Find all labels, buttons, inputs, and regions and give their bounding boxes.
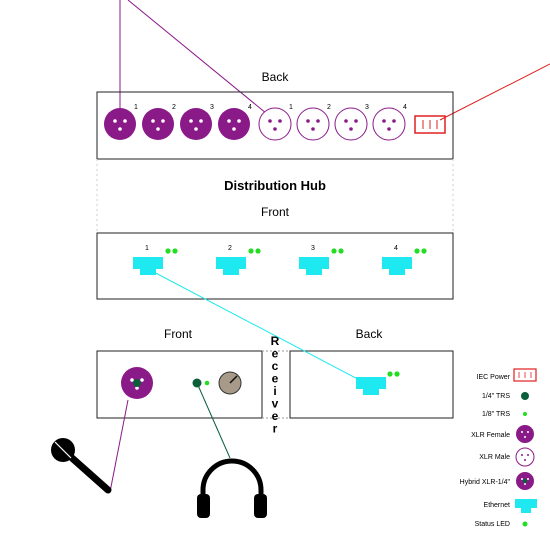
status-led	[255, 248, 261, 254]
xlr-male-connector: 3	[334, 104, 369, 141]
ethernet-port-number: 3	[311, 245, 315, 252]
status-led	[172, 248, 178, 254]
receiver-title-letter: r	[273, 422, 278, 436]
ethernet-port-number: 4	[394, 245, 398, 252]
receiver-title-letter: e	[272, 409, 279, 423]
status-led	[165, 248, 171, 254]
hybrid-xlr-connector	[121, 367, 153, 399]
xlr-male-connector: 4	[372, 104, 407, 141]
legend-trs-quarter: 1/4" TRS	[482, 393, 510, 400]
hub-title: Distribution Hub	[224, 178, 326, 193]
legend-status-led: Status LED	[475, 521, 510, 528]
receiver-title-letter: i	[273, 384, 276, 398]
hub-back-label: Back	[262, 70, 290, 84]
legend-trs-eighth: 1/8" TRS	[482, 411, 510, 418]
ethernet-port: 3	[299, 245, 344, 275]
legend-xlr-male-icon	[515, 447, 535, 467]
iec-power-icon	[414, 115, 446, 134]
legend-ethernet: Ethernet	[484, 502, 511, 509]
xlr-female-number: 2	[172, 104, 176, 111]
legend-trs-quarter-icon	[521, 392, 529, 400]
legend-xlr-male: XLR Male	[479, 454, 510, 461]
ethernet-ports: 1 2 3 4	[133, 245, 427, 275]
legend-iec-power-icon	[513, 368, 537, 382]
hub-back-panel	[96, 91, 454, 160]
headphones-icon	[197, 458, 267, 518]
xlr-female-connectors: 1 2 3 4	[104, 104, 252, 140]
xlr-female-connector: 3	[180, 104, 214, 140]
legend-xlr-female-icon	[516, 425, 534, 443]
legend-hybrid: Hybrid XLR-1/4"	[460, 479, 511, 486]
ethernet-port-number: 1	[145, 245, 149, 252]
xlr-male-number: 3	[365, 104, 369, 111]
wire-power	[439, 63, 550, 121]
xlr-male-number: 4	[403, 104, 407, 111]
legend-ethernet-icon	[515, 499, 537, 513]
legend-xlr-female: XLR Female	[471, 432, 510, 439]
receiver-title-letter: e	[272, 347, 279, 361]
status-led	[338, 248, 344, 254]
xlr-female-number: 3	[210, 104, 214, 111]
legend-iec-power: IEC Power	[477, 374, 511, 381]
receiver-front-panel	[96, 350, 263, 419]
ethernet-port-number: 2	[228, 245, 232, 252]
headphone-cable	[196, 382, 231, 459]
status-led	[414, 248, 420, 254]
receiver-status-led	[387, 371, 393, 377]
xlr-male-connectors: 1 2 3 4	[258, 104, 407, 141]
receiver-title-letter: v	[272, 397, 279, 411]
xlr-female-number: 1	[134, 104, 138, 111]
microphone-icon	[51, 438, 112, 494]
receiver-back-panel	[289, 350, 454, 419]
legend: IEC Power 1/4" TRS 1/8" TRS XLR Female X…	[460, 368, 537, 528]
ethernet-cable	[147, 268, 372, 387]
status-led	[421, 248, 427, 254]
legend-trs-eighth-icon	[523, 412, 527, 416]
legend-status-led-icon	[522, 521, 528, 527]
receiver-status-led	[394, 371, 400, 377]
xlr-female-connector: 4	[218, 104, 252, 140]
status-led	[248, 248, 254, 254]
xlr-female-connector: 2	[142, 104, 176, 140]
volume-knob	[218, 371, 242, 395]
xlr-female-connector: 1	[104, 104, 138, 140]
receiver-title-letter: e	[272, 372, 279, 386]
receiver-back-label: Back	[356, 327, 384, 341]
status-led	[331, 248, 337, 254]
ethernet-port: 4	[382, 245, 427, 275]
xlr-male-connector: 2	[296, 104, 331, 141]
receiver-title-letter: c	[272, 359, 279, 373]
xlr-male-connector: 1	[258, 104, 293, 141]
hub-front-label: Front	[261, 205, 290, 219]
hub-front-panel	[96, 232, 454, 300]
receiver-title-letter: R	[271, 334, 280, 348]
mic-cable	[109, 399, 129, 493]
legend-hybrid-icon	[516, 472, 534, 490]
xlr-male-number: 2	[327, 104, 331, 111]
ethernet-port: 2	[216, 245, 261, 275]
ethernet-port: 1	[133, 245, 178, 275]
trs-eighth-jack	[204, 380, 210, 386]
xlr-male-number: 1	[289, 104, 293, 111]
wire-purple-2	[127, 0, 273, 119]
receiver-front-label: Front	[164, 327, 193, 341]
xlr-female-number: 4	[248, 104, 252, 111]
